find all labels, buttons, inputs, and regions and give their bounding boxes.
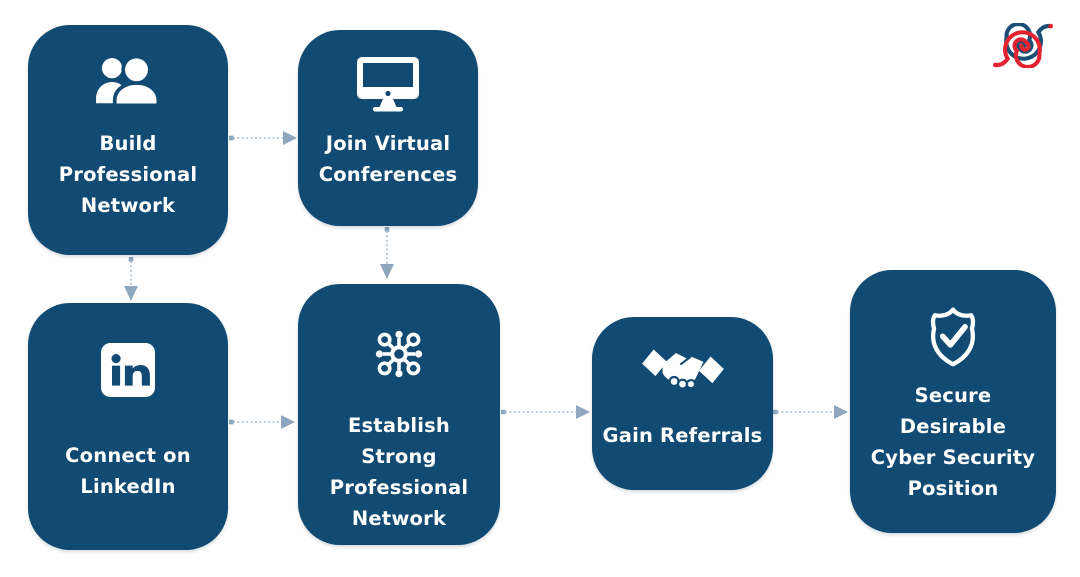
label-line: Join Virtual [325,132,451,155]
arrow-establish-to-referrals [501,405,590,419]
linkedin-icon [101,343,155,397]
network-hub-icon [375,330,423,378]
label-line: Network [351,507,447,530]
node-establish-strong-professional-network: Establish Strong Professional Network [298,284,500,545]
label-line: Strong [361,445,437,468]
users-icon [96,54,161,108]
label-line: Conferences [318,163,458,186]
arrow-conferences-to-establish [380,227,394,279]
node-label: Gain Referrals [592,420,773,451]
monitor-icon [357,57,419,112]
node-label: Build Professional Network [28,128,228,221]
arrow-build-to-linkedin [124,257,138,301]
label-line: Build [99,132,157,155]
node-label: Establish Strong Professional Network [298,410,500,534]
node-label: Join Virtual Conferences [298,128,478,190]
label-line: Secure [914,384,992,407]
node-secure-position: Secure Desirable Cyber Security Position [850,270,1056,533]
shield-check-icon [930,307,976,367]
label-line: Establish [347,414,451,437]
label-line: Professional [329,476,469,499]
arrow-build-to-conferences [229,131,297,145]
spiral-brand-logo-icon [993,23,1053,68]
node-join-virtual-conferences: Join Virtual Conferences [298,30,478,226]
node-build-professional-network: Build Professional Network [28,25,228,255]
label-line: Connect on [65,444,191,467]
arrow-referrals-to-position [773,405,848,419]
node-label: Secure Desirable Cyber Security Position [850,380,1056,504]
label-line: LinkedIn [80,475,176,498]
node-connect-on-linkedin: Connect on LinkedIn [28,303,228,550]
label-line: Gain Referrals [602,424,763,447]
node-gain-referrals: Gain Referrals [592,317,773,490]
label-line: Cyber Security [870,446,1036,469]
handshake-icon [641,349,724,390]
label-line: Position [907,477,999,500]
label-line: Network [80,194,176,217]
label-line: Desirable [899,415,1007,438]
label-line: Professional [58,163,198,186]
node-label: Connect on LinkedIn [28,440,228,502]
arrow-linkedin-to-establish [229,415,295,429]
